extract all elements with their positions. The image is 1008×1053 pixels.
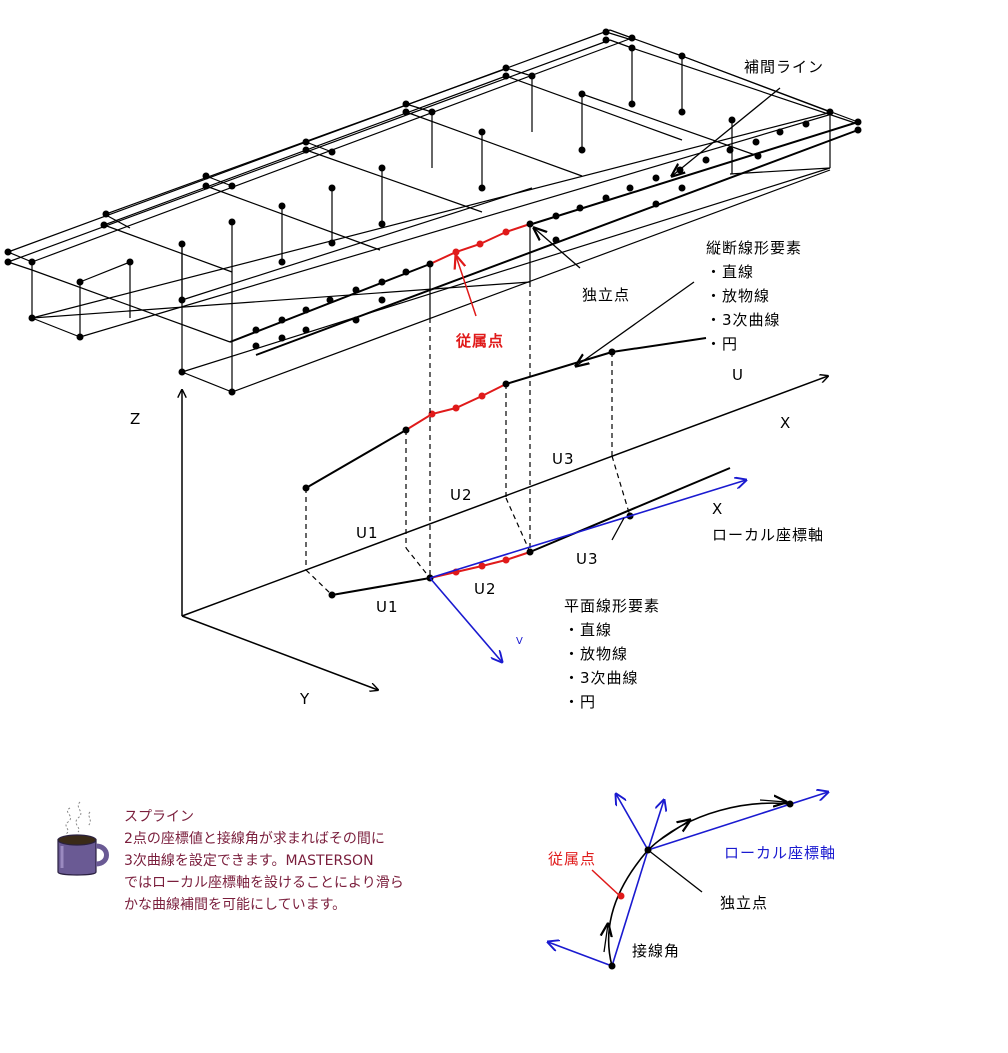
vertical-item: ・3次曲線 xyxy=(706,311,781,329)
note-line: 2点の座標値と接線角が求まればその間に xyxy=(124,831,385,847)
segment-u3-lower-label: U3 xyxy=(576,550,599,568)
axis-x-global-label: X xyxy=(780,414,792,432)
vertical-elements-callout xyxy=(576,281,695,366)
segment-u3-upper-label: U3 xyxy=(552,450,575,468)
vertical-elements-heading: 縦断線形要素 xyxy=(706,239,803,257)
vertical-item: ・放物線 xyxy=(706,287,771,305)
vertical-item: ・円 xyxy=(706,335,739,353)
bridge-frame xyxy=(7,29,859,393)
spline-note: スプライン 2点の座標値と接線角が求まればその間に 3次曲線を設定できます。MA… xyxy=(124,806,484,916)
note-line: ではローカル座標軸を設けることにより滑ら xyxy=(124,875,404,891)
note-line: かな曲線補間を可能にしています。 xyxy=(124,897,347,913)
axis-y-label: Y xyxy=(300,690,311,708)
plan-elements-callout xyxy=(611,517,625,541)
inset-diagram xyxy=(548,792,828,970)
plan-dependent-nodes xyxy=(452,556,510,576)
axis-z-label: Z xyxy=(130,410,142,428)
vertical-item: ・直線 xyxy=(706,263,755,281)
interp-line-callout xyxy=(672,87,781,176)
global-axes xyxy=(182,376,828,690)
plan-item: ・3次曲線 xyxy=(564,669,639,687)
plan-elements-heading: 平面線形要素 xyxy=(564,597,661,615)
axis-x-local-label: X xyxy=(712,500,724,518)
dependent-nodes-upper xyxy=(452,228,510,256)
plan-item: ・放物線 xyxy=(564,645,629,663)
local-axes xyxy=(429,480,746,662)
dependent-point-label: 従属点 xyxy=(456,332,505,350)
indep-point-callout xyxy=(534,228,581,269)
axis-u-label: U xyxy=(732,366,744,384)
inset-tangent-label: 接線角 xyxy=(632,942,681,960)
axis-v-local-label: V xyxy=(516,636,524,647)
inset-indep-label: 独立点 xyxy=(720,894,769,912)
frame-nodes xyxy=(4,28,862,396)
inset-dependent-label: 従属点 xyxy=(548,850,597,868)
plan-alignment xyxy=(331,467,731,596)
plan-item: ・直線 xyxy=(564,621,613,639)
plan-item: ・円 xyxy=(564,693,597,711)
projection-lines xyxy=(305,282,631,596)
inset-local-axis-label: ローカル座標軸 xyxy=(724,844,837,862)
dependent-point-callout xyxy=(456,256,477,317)
local-axis-label: ローカル座標軸 xyxy=(712,526,825,544)
profile-nodes xyxy=(302,348,616,492)
segment-u1-upper-label: U1 xyxy=(356,524,379,542)
vertical-profile xyxy=(305,337,707,489)
plan-elements-list: 平面線形要素 ・直線 ・放物線 ・3次曲線 ・円 xyxy=(564,594,660,714)
segment-u2-lower-label: U2 xyxy=(474,580,497,598)
indep-point-label: 独立点 xyxy=(582,286,631,304)
vertical-elements-list: 縦断線形要素 ・直線 ・放物線 ・3次曲線 ・円 xyxy=(706,236,802,356)
note-title: スプライン xyxy=(124,809,194,825)
note-line: 3次曲線を設定できます。MASTERSON xyxy=(124,853,374,869)
coffee-mug-icon xyxy=(57,801,109,876)
segment-u1-lower-label: U1 xyxy=(376,598,399,616)
interp-line-label: 補間ライン xyxy=(744,58,825,76)
segment-u2-upper-label: U2 xyxy=(450,486,473,504)
